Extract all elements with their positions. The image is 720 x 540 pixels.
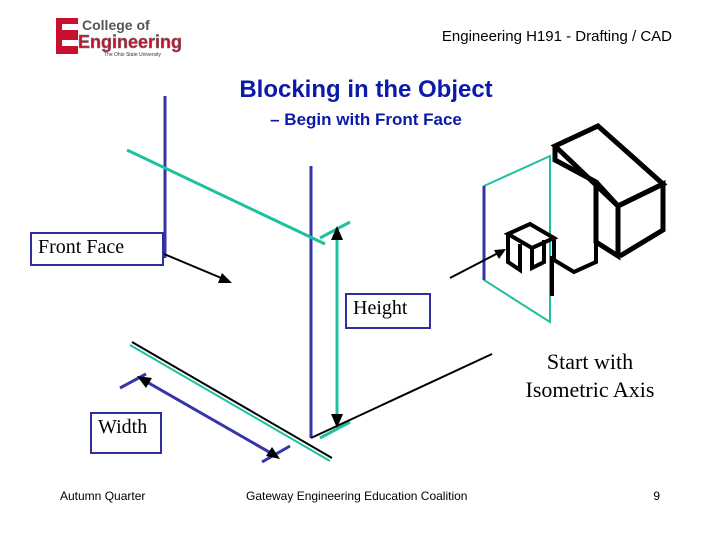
isometric-axis-line [310, 353, 493, 439]
logo-sub-text: The Ohio State University [104, 52, 161, 58]
width-left-tick [119, 372, 147, 390]
logo-top-text: College of [82, 17, 150, 33]
width-label: Width [90, 412, 162, 454]
footer-quarter: Autumn Quarter [60, 489, 146, 503]
height-bottom-tick [319, 420, 351, 440]
width-arrow-right [266, 447, 280, 459]
width-base-line [129, 344, 331, 462]
width-base-line-dark [131, 341, 333, 459]
front-face-label: Front Face [30, 232, 164, 266]
front-face-arrow [218, 273, 232, 283]
object-leader-arrow [494, 249, 506, 259]
front-face-leader [163, 253, 227, 281]
width-dimension-line [139, 376, 277, 458]
height-arrow-up [331, 226, 343, 240]
height-label: Height [345, 293, 431, 329]
height-arrow-down [331, 414, 343, 428]
logo-main-text: Engineering [78, 32, 182, 52]
object-leader [449, 251, 501, 279]
teal-receding-line [126, 148, 326, 246]
college-of-engineering-logo: College of Engineering The Ohio State Un… [56, 17, 182, 58]
height-top-tick [319, 220, 351, 240]
start-text-line1: Start with [546, 349, 634, 374]
course-title: Engineering H191 - Drafting / CAD [441, 28, 672, 45]
slide-title: Blocking in the Object [239, 76, 493, 103]
slide-subtitle: – Begin with Front Face [270, 110, 462, 129]
width-arrow-left [137, 376, 152, 388]
footer-page-number: 9 [653, 489, 660, 503]
footer-coalition: Gateway Engineering Education Coalition [246, 489, 468, 503]
start-with-isometric-axis-text: Start with Isometric Axis [505, 348, 675, 404]
start-text-line2: Isometric Axis [525, 377, 655, 402]
isometric-object [482, 123, 668, 324]
